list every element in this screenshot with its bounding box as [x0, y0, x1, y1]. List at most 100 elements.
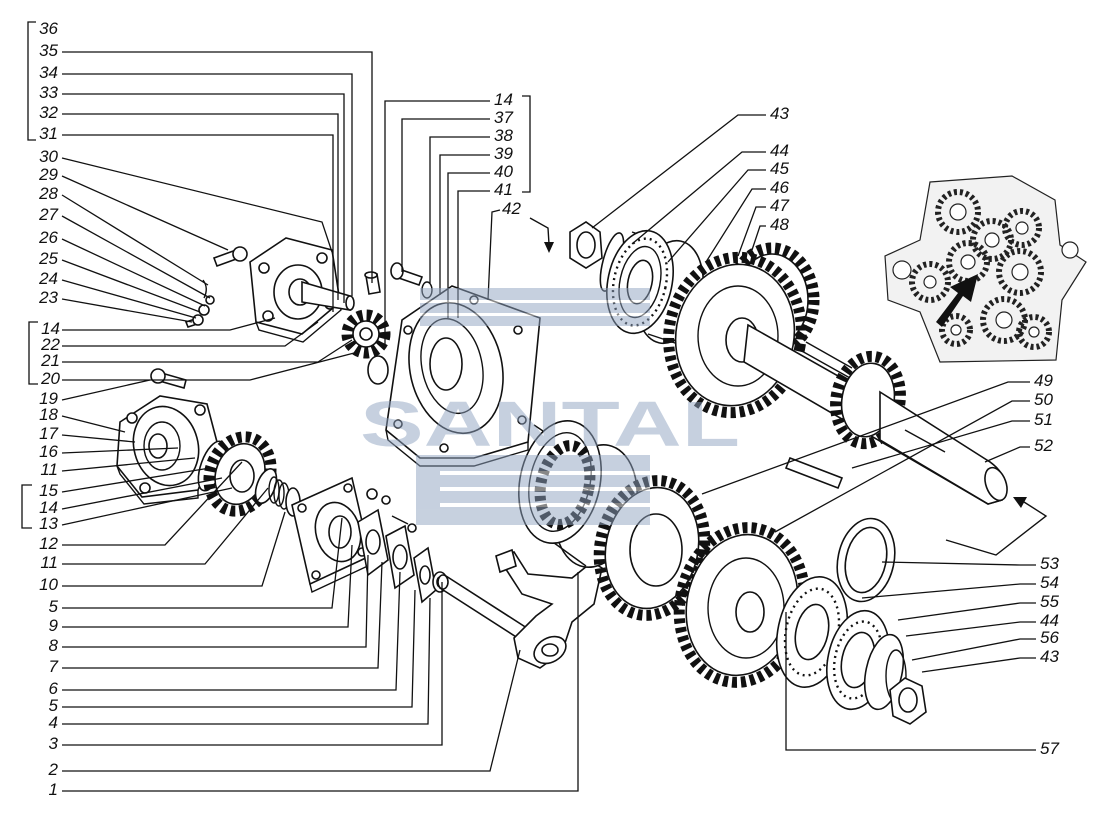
callout-20: 20: [40, 369, 60, 388]
leader-line: [61, 238, 206, 307]
leader-line: [921, 657, 1036, 673]
callout-7: 7: [49, 657, 59, 676]
callout-34: 34: [39, 63, 58, 82]
leader-line: [701, 381, 1030, 495]
leader-line: [61, 434, 136, 443]
leader-line: [61, 259, 201, 313]
leader-line: [62, 339, 353, 363]
callout-50: 50: [1034, 390, 1053, 409]
callout-19: 19: [39, 389, 58, 408]
leader-line: [61, 157, 333, 253]
callout-21: 21: [40, 351, 60, 370]
callout-47: 47: [770, 196, 789, 215]
washer-53: [836, 517, 896, 603]
leader-line: [62, 317, 276, 331]
callout-5: 5: [49, 696, 59, 715]
callout-29: 29: [38, 165, 58, 184]
callout-42: 42: [502, 199, 521, 218]
callout-16: 16: [39, 442, 58, 461]
shift-fork: [495, 548, 603, 669]
leader-line: [861, 583, 1036, 599]
callout-33: 33: [39, 83, 58, 102]
callout-11: 11: [40, 553, 58, 572]
callout-49: 49: [1034, 371, 1053, 390]
callout-24: 24: [38, 269, 58, 288]
leader-line: [61, 477, 223, 510]
nut-43-upper: [569, 221, 603, 269]
callout-32: 32: [39, 103, 58, 122]
callout-54: 54: [1040, 573, 1059, 592]
arrow-right-icon: [945, 501, 1048, 556]
leader-line: [61, 457, 196, 472]
leader-line: [61, 279, 197, 319]
leader-line: [61, 415, 126, 433]
gaskets-4-8: [357, 488, 448, 604]
callout-26: 26: [38, 228, 58, 247]
callout-1: 1: [49, 780, 58, 799]
callout-36: 36: [39, 19, 58, 38]
leader-line: [61, 194, 209, 286]
leader-line: [61, 379, 151, 401]
leader-line: [62, 571, 401, 691]
callout-38: 38: [494, 126, 513, 145]
leader-line: [61, 175, 229, 251]
splined-gear: [830, 350, 1008, 505]
callout-2: 2: [48, 760, 59, 779]
leader-line: [851, 420, 1030, 469]
callout-14: 14: [494, 90, 513, 109]
leader-line: [62, 321, 319, 347]
callout-43: 43: [1040, 647, 1059, 666]
callout-23: 23: [38, 288, 58, 307]
callout-6: 6: [49, 679, 59, 698]
leader-line: [61, 487, 233, 526]
leader-line: [62, 461, 243, 546]
leader-line: [429, 136, 490, 283]
leader-line: [62, 134, 334, 312]
callout-9: 9: [49, 616, 59, 635]
gear-50: [673, 522, 811, 688]
callout-25: 25: [38, 249, 58, 268]
callout-18: 18: [39, 405, 58, 424]
leader-line: [384, 100, 490, 345]
leader-line: [984, 446, 1030, 463]
leader-line: [737, 206, 766, 257]
leader-line: [61, 215, 211, 299]
callout-14: 14: [41, 319, 60, 338]
nut-43-lower: [889, 677, 927, 725]
callout-46: 46: [770, 178, 789, 197]
bolt-19: [150, 368, 187, 389]
leader-line: [881, 561, 1036, 566]
leader-line: [62, 582, 443, 746]
leader-line: [62, 517, 343, 609]
leader-line: [62, 351, 359, 381]
leader-line: [705, 188, 766, 263]
leader-line: [631, 151, 766, 245]
callout-40: 40: [494, 162, 513, 181]
callout-31: 31: [39, 124, 58, 143]
callout-13: 13: [39, 514, 58, 533]
leader-line: [62, 597, 431, 725]
bearing-cover-lower: [116, 395, 218, 505]
callout-27: 27: [38, 205, 58, 224]
leader-line: [61, 467, 211, 493]
leader-line: [62, 554, 369, 648]
leader-line: [62, 649, 521, 772]
small-gear-20: [341, 309, 391, 385]
direction-arrows: [529, 217, 1048, 556]
leader-line: [751, 225, 766, 251]
callout-44: 44: [770, 141, 789, 160]
callout-52: 52: [1034, 436, 1053, 455]
callout-30: 30: [39, 147, 58, 166]
pin: [364, 271, 381, 295]
plate-9: [291, 476, 373, 593]
callout-48: 48: [770, 215, 789, 234]
leader-line: [591, 114, 766, 229]
callout-43: 43: [770, 104, 789, 123]
callout-35: 35: [39, 41, 58, 60]
callout-5: 5: [49, 597, 59, 616]
callout-41: 41: [494, 180, 513, 199]
callout-10: 10: [39, 575, 58, 594]
leader-line: [62, 93, 345, 303]
leader-line: [667, 169, 766, 263]
